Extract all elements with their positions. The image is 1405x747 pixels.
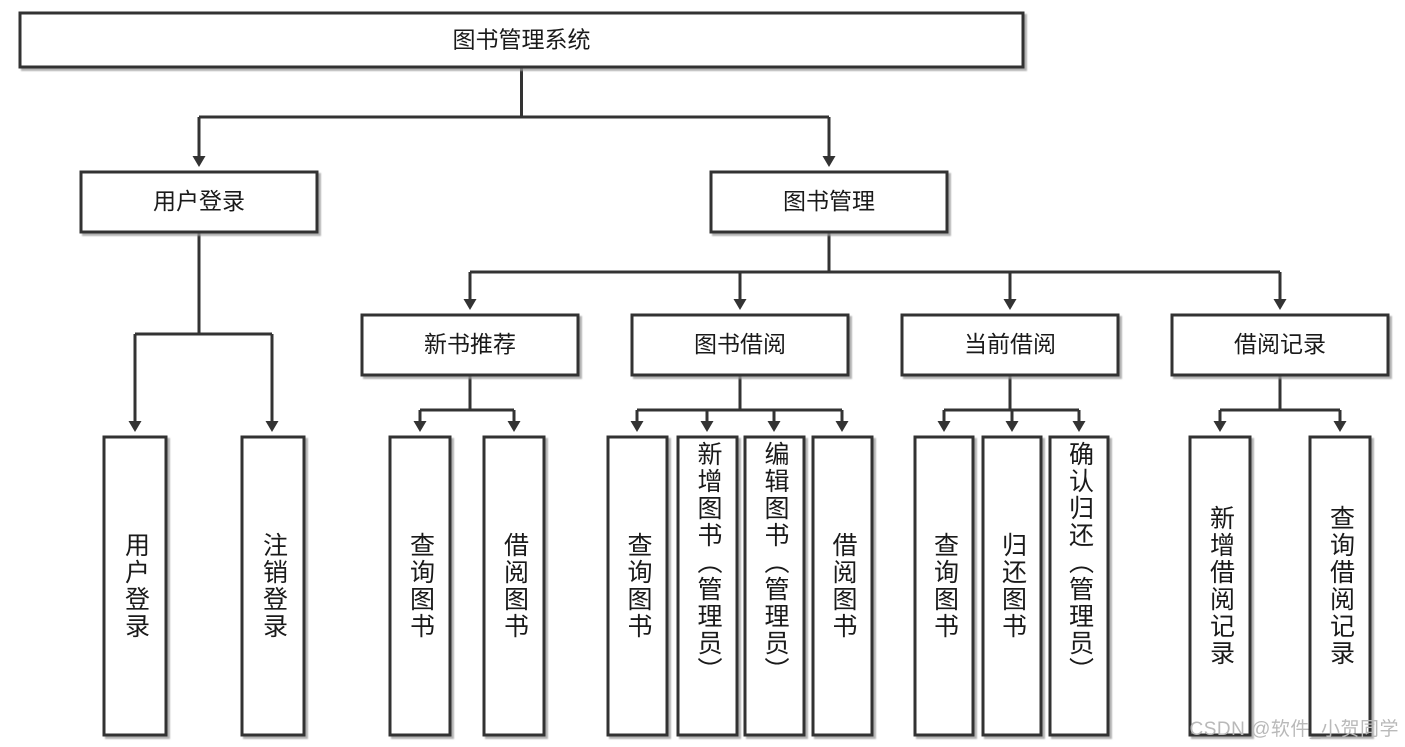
node-book-management[interactable]: 图书管理: [709, 170, 949, 234]
leaf-box-leaf-user-login[interactable]: [102, 435, 168, 737]
node-book-management-label: 图书管理: [783, 188, 875, 214]
node-current-borrow[interactable]: 当前借阅: [900, 313, 1120, 377]
leaf-box-query-record[interactable]: [1308, 435, 1372, 737]
leaf-box-b-book-2[interactable]: [811, 435, 874, 737]
leaf-box-add-record[interactable]: [1188, 435, 1252, 737]
connector-layer: [128, 67, 1347, 432]
leaf-box-q-book-2[interactable]: [606, 435, 669, 737]
leaf-box-edit-book[interactable]: [743, 435, 806, 737]
leaf-box-add-book[interactable]: [676, 435, 739, 737]
leaf-box-leaf-logout-login[interactable]: [240, 435, 306, 737]
node-new-book-recommend-label: 新书推荐: [424, 331, 516, 357]
node-root-label: 图书管理系统: [453, 27, 591, 53]
node-current-borrow-label: 当前借阅: [964, 331, 1056, 357]
leaf-box-b-book-1[interactable]: [482, 435, 546, 737]
node-book-borrow-label: 图书借阅: [694, 331, 786, 357]
leaf-box-q-book-1[interactable]: [388, 435, 452, 737]
leaf-box-confirm-return[interactable]: [1048, 435, 1110, 737]
leaf-box-return-book[interactable]: [981, 435, 1043, 737]
node-borrow-record[interactable]: 借阅记录: [1170, 313, 1390, 377]
node-book-borrow[interactable]: 图书借阅: [630, 313, 850, 377]
node-new-book-recommend[interactable]: 新书推荐: [360, 313, 580, 377]
node-root[interactable]: 图书管理系统: [18, 11, 1025, 69]
node-user-login[interactable]: 用户登录: [79, 170, 319, 234]
watermark-text: CSDN @软件_小贺同学: [1189, 719, 1399, 740]
node-borrow-record-label: 借阅记录: [1234, 331, 1326, 357]
leaf-box-q-book-3[interactable]: [913, 435, 975, 737]
node-layer: 图书管理系统 用户登录 图书管理 新书推荐 图书借阅 当前: [18, 11, 1390, 737]
node-user-login-label: 用户登录: [153, 188, 245, 214]
